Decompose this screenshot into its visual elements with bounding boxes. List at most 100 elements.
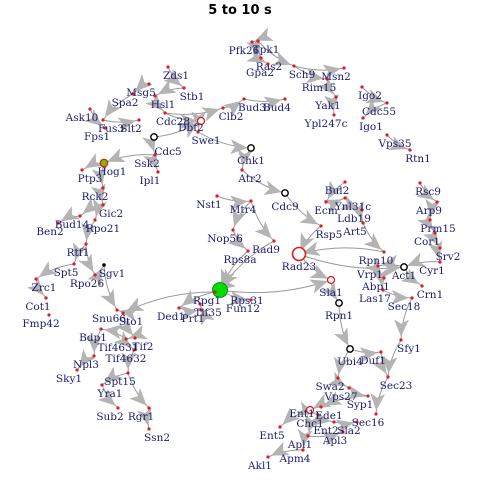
arrowhead-Yra1-Sub2: [97, 388, 116, 406]
arrowhead-Cdc9-Rsp5: [299, 209, 318, 225]
edge-Spt5-Zrc1: [35, 263, 75, 280]
arrowhead-Arp9-Prm15: [425, 198, 441, 217]
node-marker-sky1: [75, 368, 79, 372]
node-label-cor1: Cor1: [414, 236, 440, 248]
node-marker-ent2: [332, 420, 336, 424]
arrowhead-Tpk1-Pfk26: [255, 27, 274, 41]
node-label-vrp1: Vrp1: [356, 269, 383, 281]
node-label-gic2: Gic2: [99, 208, 123, 220]
arrowhead-Zrc1-Cot1: [26, 277, 44, 296]
node-marker-sec18: [410, 296, 414, 300]
arrowhead-Chc1-Apl1: [304, 414, 320, 433]
node-label-apm4: Apm4: [279, 453, 311, 465]
node-label-vps27: Vps27: [323, 391, 357, 403]
graph-title: 5 to 10 s: [208, 3, 272, 18]
node-marker-tif35: [198, 302, 202, 306]
arrowhead-Mtr4-Nop56: [232, 208, 247, 227]
arrowhead-Prm15-Cor1: [417, 211, 433, 231]
arrowhead-Spt5-Zrc1: [38, 261, 58, 277]
node-label-spa2: Spa2: [112, 97, 139, 109]
node-marker-ssn2: [147, 427, 151, 431]
edge-Art5-Rpn10: [362, 222, 385, 253]
node-marker-act1: [400, 263, 408, 271]
arrowhead-Ent2-Sla2: [335, 419, 354, 435]
node-marker-spt15: [126, 371, 130, 375]
node-marker-sla2: [355, 420, 359, 424]
node-marker-crn1: [420, 284, 424, 288]
node-marker-rpo21: [93, 218, 97, 222]
edge-Rpg1-Ded1: [178, 291, 216, 309]
arrowhead-Ubi4-Swa2: [333, 356, 349, 375]
node-label-rpn10: Rpn10: [359, 255, 394, 267]
arrowhead-Bud3-Bud4: [263, 96, 282, 112]
node-marker-pfk26: [250, 40, 254, 44]
node-label-ent5: Ent5: [259, 430, 284, 442]
node-marker-msg5: [147, 82, 151, 86]
arrowhead-Vps35-Rtn1: [388, 136, 407, 151]
arrowhead-Rad23-Sla1: [309, 264, 328, 279]
node-label-cdc28: Cdc28: [156, 116, 190, 128]
arrowhead-Tif2-Tif4631: [129, 325, 148, 340]
node-label-ipl1: Ipl1: [140, 175, 161, 187]
arrowhead-Chk1-Atr2: [237, 148, 253, 167]
node-label-mtr4: Mtr4: [230, 204, 257, 216]
node-marker-spt5: [72, 262, 76, 266]
node-label-abp1: Abp1: [361, 281, 390, 293]
node-label-sfy1: Sfy1: [397, 343, 421, 355]
node-marker-sfy1: [399, 338, 403, 342]
node-marker-rps8a: [246, 249, 250, 253]
arrowhead-Ede1-Ent1: [313, 393, 332, 409]
node-label-sec23: Sec23: [380, 380, 413, 392]
arrowhead-Tif4631-Tif4632: [113, 331, 132, 348]
node-marker-syp1: [366, 394, 370, 398]
node-label-rck2: Rck2: [82, 191, 109, 203]
node-label-fmp42: Fmp42: [22, 318, 59, 330]
node-marker-rps31: [212, 282, 228, 298]
arrowhead-Hog1-Rck2: [91, 166, 107, 185]
arrowhead-Apm4-Akl1: [271, 441, 290, 456]
arrowhead-Sto1-Tif2: [116, 317, 133, 336]
node-marker-ent5: [278, 425, 282, 429]
arrowhead-Ded1-Prt1: [179, 305, 198, 321]
node-label-spt5: Spt5: [54, 267, 79, 279]
node-marker-bud14: [78, 214, 82, 218]
node-label-sgv1: Sgv1: [99, 268, 126, 280]
node-label-ede1: Ede1: [315, 410, 342, 422]
edge-Bud3-Bud4: [243, 98, 286, 102]
node-marker-fus3: [101, 118, 105, 122]
arrowhead-Las17-Sec18: [391, 289, 409, 305]
node-label-zrc1: Zrc1: [32, 282, 57, 294]
node-marker-ssk2: [153, 153, 157, 157]
node-marker-apl3: [341, 430, 345, 434]
node-label-ssk2: Ssk2: [134, 158, 160, 170]
arrowhead-Rim15-Yak1: [317, 76, 334, 95]
edge-Sfy1-Sec23: [387, 339, 402, 378]
node-marker-cdc5: [150, 133, 158, 141]
arrowhead-Spt15-Yra1: [104, 366, 123, 383]
node-label-prm15: Prm15: [420, 223, 455, 235]
node-marker-sto1: [121, 311, 125, 315]
node-marker-sla1: [326, 275, 336, 285]
node-label-sec16: Sec16: [352, 417, 385, 429]
arrowhead-Rtf1-Rpo26: [78, 253, 94, 272]
arrowhead-Nop56-Rps8a: [227, 231, 246, 249]
arrowhead-Rpn10-Rad23: [302, 241, 321, 256]
node-label-igo1: Igo1: [359, 121, 383, 133]
node-marker-fps1: [103, 126, 107, 130]
arrowhead-Cdc55-Igo1: [365, 98, 383, 116]
arrowhead-Srv2-Cyr1: [427, 240, 443, 259]
node-label-sky1: Sky1: [56, 373, 82, 385]
arrowhead-Sto1-Snu66: [120, 307, 139, 322]
edge-Spt15-Rgr1: [127, 372, 150, 409]
arrowhead-Rpg1-Ded1: [181, 289, 200, 306]
node-marker-apm4: [301, 448, 305, 452]
node-marker-swe1: [196, 130, 200, 134]
arrowhead-Gic2-Rpo21: [93, 198, 108, 217]
node-marker-sec23: [386, 375, 390, 379]
node-marker-slt2: [137, 118, 141, 122]
node-label-rps31: Rps31: [230, 295, 263, 307]
arrowhead-Rtf1-Spt5: [73, 242, 88, 261]
arrowhead-Sla1-Rpn1: [321, 281, 338, 301]
node-label-fus3: Fus3: [98, 123, 124, 135]
